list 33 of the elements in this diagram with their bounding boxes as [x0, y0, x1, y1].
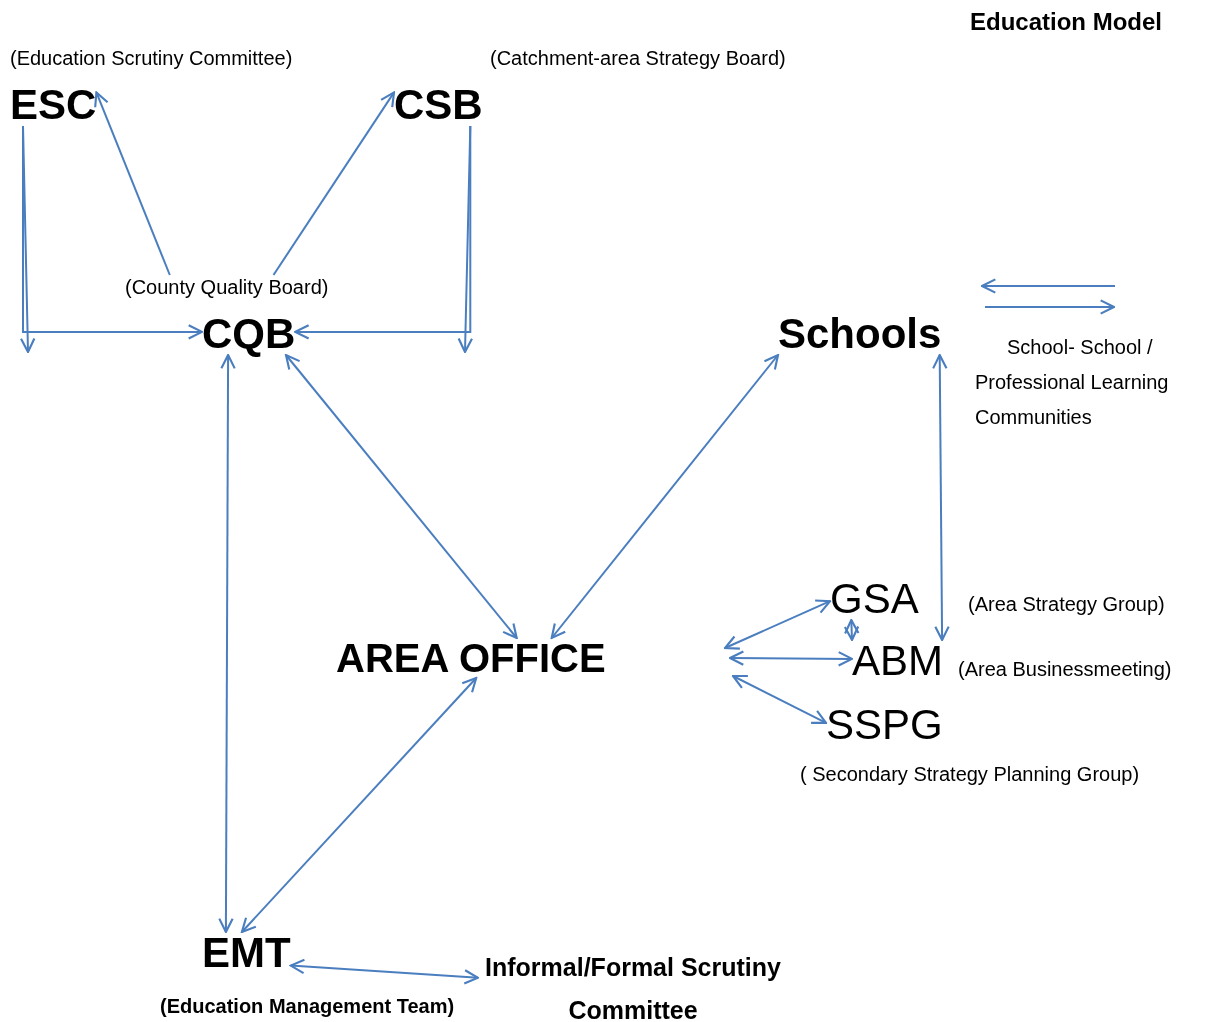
arrow — [728, 650, 854, 667]
node-caption: (Catchment-area Strategy Board) — [490, 46, 786, 70]
node-caption: (Area Strategy Group) — [968, 592, 1165, 616]
node-label: EMT — [202, 932, 291, 974]
node-label: ESC — [10, 84, 97, 126]
arrow — [294, 125, 472, 340]
arrow — [284, 353, 518, 640]
arrow — [723, 599, 832, 650]
node-label: AREA OFFICE — [336, 638, 606, 678]
node-label: GSA — [830, 578, 919, 620]
arrow — [932, 353, 950, 642]
node-label: ABM — [852, 640, 943, 682]
arrow — [731, 674, 828, 724]
node-label: SSPG — [826, 704, 943, 746]
node-caption: (Area Businessmeeting) — [958, 657, 1172, 681]
node-label: Schools — [778, 313, 942, 355]
arrow — [843, 618, 860, 642]
node-label: CQB — [202, 313, 296, 355]
node-caption: ( Secondary Strategy Planning Group) — [800, 762, 1140, 786]
note-text: School- School / Professional Learning Communities — [975, 335, 1170, 430]
arrow — [22, 125, 204, 340]
node-label: CSB — [394, 84, 483, 126]
node-label: Informal/Formal Scrutiny Committee — [478, 946, 788, 1022]
arrow — [94, 91, 171, 276]
diagram-title: Education Model — [970, 8, 1162, 36]
arrow — [550, 353, 780, 640]
node-caption: (Education Management Team) — [160, 994, 455, 1018]
node-caption: (Education Scrutiny Committee) — [10, 46, 293, 70]
arrow — [272, 91, 396, 276]
arrow — [218, 353, 236, 934]
node-caption: (County Quality Board) — [125, 275, 329, 299]
arrow — [240, 676, 478, 934]
arrow — [289, 958, 480, 985]
